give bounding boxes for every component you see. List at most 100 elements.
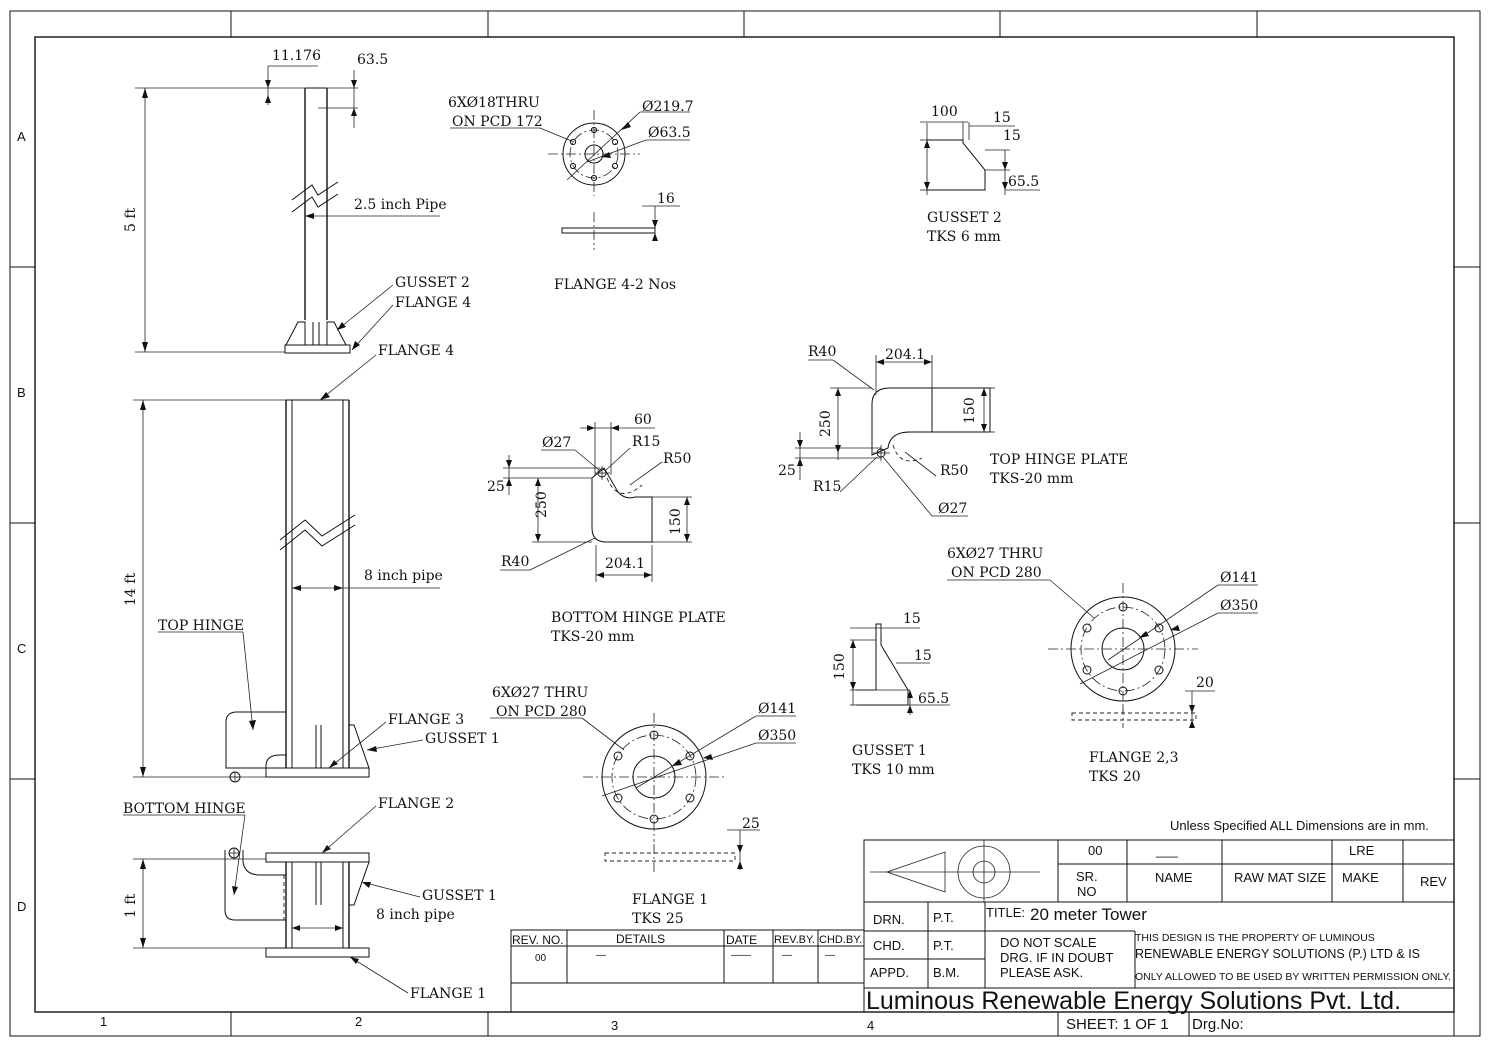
hdr-val-00: 00 xyxy=(1088,843,1102,858)
drawing-number-label: Drg.No: xyxy=(1192,1016,1244,1033)
flange4-holes-line2: ON PCD 172 xyxy=(452,114,543,130)
label-2-5-inch-pipe: 2.5 inch Pipe xyxy=(354,197,447,213)
rev-cell-chd-by: — xyxy=(825,950,835,961)
rev-cell-no: 00 xyxy=(535,953,547,964)
flange23-dia-inner: Ø141 xyxy=(1220,570,1258,586)
dim-1ft: 1 ft xyxy=(123,893,139,918)
sheet-number: SHEET: 1 OF 1 xyxy=(1066,1016,1169,1033)
bhp-r50: R50 xyxy=(663,451,691,467)
zone-col-2: 2 xyxy=(355,1014,362,1029)
rev-header-no: REV. NO. xyxy=(512,933,564,947)
gusset-1-detail: 15 15 150 65.5 GUSSET 1 TKS 10 mm xyxy=(832,611,950,778)
thp-dim-250: 250 xyxy=(818,410,834,437)
flange1-dia-inner: Ø141 xyxy=(758,701,796,717)
bhp-dim-250: 250 xyxy=(534,491,550,518)
thp-r50: R50 xyxy=(940,463,968,479)
flange23-title: FLANGE 2,3 xyxy=(1089,750,1179,766)
bhp-tks: TKS-20 mm xyxy=(551,629,634,645)
flange4-title: FLANGE 4-2 Nos xyxy=(554,277,676,293)
label-bottom-hinge: BOTTOM HINGE xyxy=(123,801,246,817)
label-flange-2: FLANGE 2 xyxy=(378,796,454,812)
flange1-tks: TKS 25 xyxy=(632,911,684,927)
thp-r15: R15 xyxy=(813,479,841,495)
do-not-scale-3: PLEASE ASK. xyxy=(1000,965,1083,980)
flange1-dia-outer: Ø350 xyxy=(758,728,796,744)
revision-table: REV. NO. DETAILS DATE REV.BY. CHD.BY. 00… xyxy=(510,929,865,1013)
thp-title: TOP HINGE PLATE xyxy=(990,452,1128,468)
thp-tks: TKS-20 mm xyxy=(990,471,1073,487)
property-line-2: RENEWABLE ENERGY SOLUTIONS (P.) LTD & IS xyxy=(1135,947,1420,961)
flange4-dia-outer: Ø219.7 xyxy=(642,99,694,115)
gusset2-tks: TKS 6 mm xyxy=(927,229,1001,245)
do-not-scale-2: DRG. IF IN DOUBT xyxy=(1000,950,1113,965)
label-top-hinge: TOP HINGE xyxy=(158,618,244,634)
flange23-thk: 20 xyxy=(1196,675,1214,691)
bhp-dim-150: 150 xyxy=(668,508,684,535)
hdr-no: NO xyxy=(1077,884,1097,899)
hdr-name: NAME xyxy=(1155,870,1193,885)
gusset2-dim-65: 65.5 xyxy=(1008,174,1039,190)
zone-col-3: 3 xyxy=(611,1018,618,1033)
zone-row-a: A xyxy=(17,129,26,144)
hdr-raw-mat: RAW MAT SIZE xyxy=(1234,870,1327,885)
bhp-dim-60: 60 xyxy=(634,412,652,428)
bottom-hinge-plate-detail: 60 Ø27 R15 R50 25 250 150 R40 xyxy=(487,412,726,645)
hdr-val-dash: ___ xyxy=(1155,843,1178,858)
chd-label: CHD. xyxy=(873,938,905,953)
gusset2-title: GUSSET 2 xyxy=(927,210,1002,226)
label-flange-3: FLANGE 3 xyxy=(388,712,464,728)
label-flange-4-bottom: FLANGE 4 xyxy=(378,343,454,359)
thp-dia-27: Ø27 xyxy=(938,501,967,517)
top-hinge-plate-detail: 204.1 R40 250 150 25 R15 R50 Ø27 xyxy=(778,344,1128,517)
bhp-dim-204: 204.1 xyxy=(605,556,645,572)
flange1-title: FLANGE 1 xyxy=(632,892,708,908)
flange23-holes-line1: 6XØ27 THRU xyxy=(947,546,1043,562)
label-8-inch-pipe-mid: 8 inch pipe xyxy=(364,568,443,584)
dim-63-5: 63.5 xyxy=(357,52,388,68)
gusset1-dim-150: 150 xyxy=(832,653,848,680)
flange23-tks: TKS 20 xyxy=(1089,769,1141,785)
thp-dim-25: 25 xyxy=(778,463,796,479)
dim-11-176: 11.176 xyxy=(272,48,321,64)
hdr-val-lre: LRE xyxy=(1349,843,1375,858)
chd-by: P.T. xyxy=(933,938,954,953)
rev-cell-rev-by: — xyxy=(782,950,792,961)
flange23-dia-outer: Ø350 xyxy=(1220,598,1258,614)
flange1-thk: 25 xyxy=(742,816,760,832)
zone-row-c: C xyxy=(17,641,26,656)
bhp-dim-25: 25 xyxy=(487,479,505,495)
drawing-title: 20 meter Tower xyxy=(1030,905,1147,924)
bhp-r15: R15 xyxy=(632,434,660,450)
dimensions-note: Unless Specified ALL Dimensions are in m… xyxy=(1170,818,1429,833)
gusset1-tks: TKS 10 mm xyxy=(852,762,935,778)
flange-2-3-detail: 6XØ27 THRU ON PCD 280 Ø141 Ø350 20 FLANG… xyxy=(947,546,1258,785)
zone-row-b: B xyxy=(17,385,26,400)
zone-row-d: D xyxy=(17,899,26,914)
gusset2-dim-15b: 15 xyxy=(1003,128,1021,144)
hdr-rev: REV xyxy=(1420,874,1447,889)
gusset2-dim-100: 100 xyxy=(931,104,958,120)
gusset1-dim-15a: 15 xyxy=(903,611,921,627)
drn-by: P.T. xyxy=(933,910,954,925)
gusset1-title: GUSSET 1 xyxy=(852,743,927,759)
flange-1-detail: 6XØ27 THRU ON PCD 280 Ø141 Ø350 25 FLANG… xyxy=(490,685,796,927)
thp-dim-204: 204.1 xyxy=(885,347,925,363)
property-line-1: THIS DESIGN IS THE PROPERTY OF LUMINOUS xyxy=(1135,932,1375,944)
flange1-holes-line1: 6XØ27 THRU xyxy=(492,685,588,701)
flange4-dia-inner: Ø63.5 xyxy=(648,125,691,141)
gusset2-dim-15a: 15 xyxy=(993,110,1011,126)
label-flange-4-top: FLANGE 4 xyxy=(395,295,471,311)
title-block: Unless Specified ALL Dimensions are in m… xyxy=(863,818,1455,1037)
zone-col-4: 4 xyxy=(867,1018,874,1033)
gusset-2-detail: 100 15 15 65.5 GUSSET 2 TKS 6 mm xyxy=(920,104,1040,245)
label-flange-1: FLANGE 1 xyxy=(410,986,486,1002)
flange4-thk: 16 xyxy=(657,191,675,207)
bhp-dia-27: Ø27 xyxy=(542,435,571,451)
dim-14ft: 14 ft xyxy=(123,573,139,606)
label-gusset-1-upper: GUSSET 1 xyxy=(425,731,500,747)
rev-header-details: DETAILS xyxy=(616,932,665,946)
company-name: Luminous Renewable Energy Solutions Pvt.… xyxy=(866,987,1401,1015)
label-8-inch-pipe-low: 8 inch pipe xyxy=(376,907,455,923)
tower-elevation: 5 ft 11.176 63.5 2.5 inch Pipe GUSSET 2 … xyxy=(123,48,500,1002)
